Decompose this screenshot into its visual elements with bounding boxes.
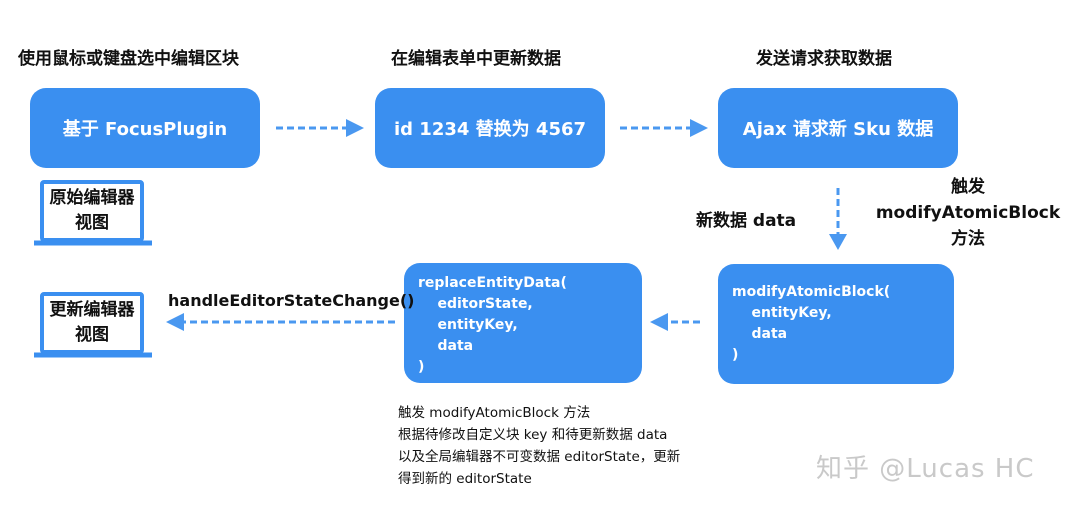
arrowhead-down	[829, 234, 847, 250]
code-line: entityKey,	[732, 305, 832, 321]
label-line: modifyAtomicBlock	[875, 203, 1061, 223]
ajax-request-box: Ajax 请求新 Sku 数据	[718, 88, 958, 168]
note-line: 以及全局编辑器不可变数据 editorState，更新	[398, 449, 681, 465]
note-line: 得到新的 editorState	[398, 471, 532, 487]
trigger-method-label: 触发 modifyAtomicBlock 方法	[858, 174, 1078, 252]
step-title-update: 在编辑表单中更新数据	[391, 49, 561, 69]
label-line: 视图	[75, 325, 109, 345]
original-editor-view-label: 原始编辑器 视图	[42, 186, 142, 236]
focus-plugin-box: 基于 FocusPlugin	[30, 88, 260, 168]
note-line: 根据待修改自定义块 key 和待更新数据 data	[398, 427, 668, 443]
monitor-icon-original	[34, 180, 152, 246]
note-line: 触发 modifyAtomicBlock 方法	[398, 405, 591, 421]
arrowhead-right	[346, 119, 364, 137]
label-line: 触发	[951, 177, 985, 197]
label-line: 更新编辑器	[49, 300, 135, 320]
description-note: 触发 modifyAtomicBlock 方法 根据待修改自定义块 key 和待…	[398, 402, 680, 490]
handle-editor-state-change-label: handleEditorStateChange()	[168, 291, 415, 310]
replace-id-box: id 1234 替换为 4567	[375, 88, 605, 168]
code-line: )	[732, 347, 739, 363]
monitor-icon-updated	[34, 292, 152, 358]
code-line: )	[418, 359, 425, 375]
code-line: data	[418, 338, 474, 354]
code-line: data	[732, 326, 788, 342]
arrowhead-left	[166, 313, 184, 331]
code-line: editorState,	[418, 296, 533, 312]
watermark: 知乎 @Lucas HC	[816, 454, 1035, 484]
modify-atomic-block-box: modifyAtomicBlock( entityKey, data )	[718, 264, 954, 384]
label-line: 原始编辑器	[49, 188, 135, 208]
step-title-request: 发送请求获取数据	[756, 49, 892, 69]
code-line: modifyAtomicBlock(	[732, 284, 891, 300]
updated-editor-view-label: 更新编辑器 视图	[42, 298, 142, 348]
arrowhead-right	[690, 119, 708, 137]
replace-entity-data-box: replaceEntityData( editorState, entityKe…	[404, 263, 642, 383]
label-line: 方法	[951, 229, 985, 249]
code-line: entityKey,	[418, 317, 518, 333]
arrowhead-left	[650, 313, 668, 331]
label-line: 视图	[75, 213, 109, 233]
step-title-select: 使用鼠标或键盘选中编辑区块	[18, 49, 239, 69]
code-line: replaceEntityData(	[418, 275, 567, 291]
new-data-label: 新数据 data	[696, 211, 797, 231]
